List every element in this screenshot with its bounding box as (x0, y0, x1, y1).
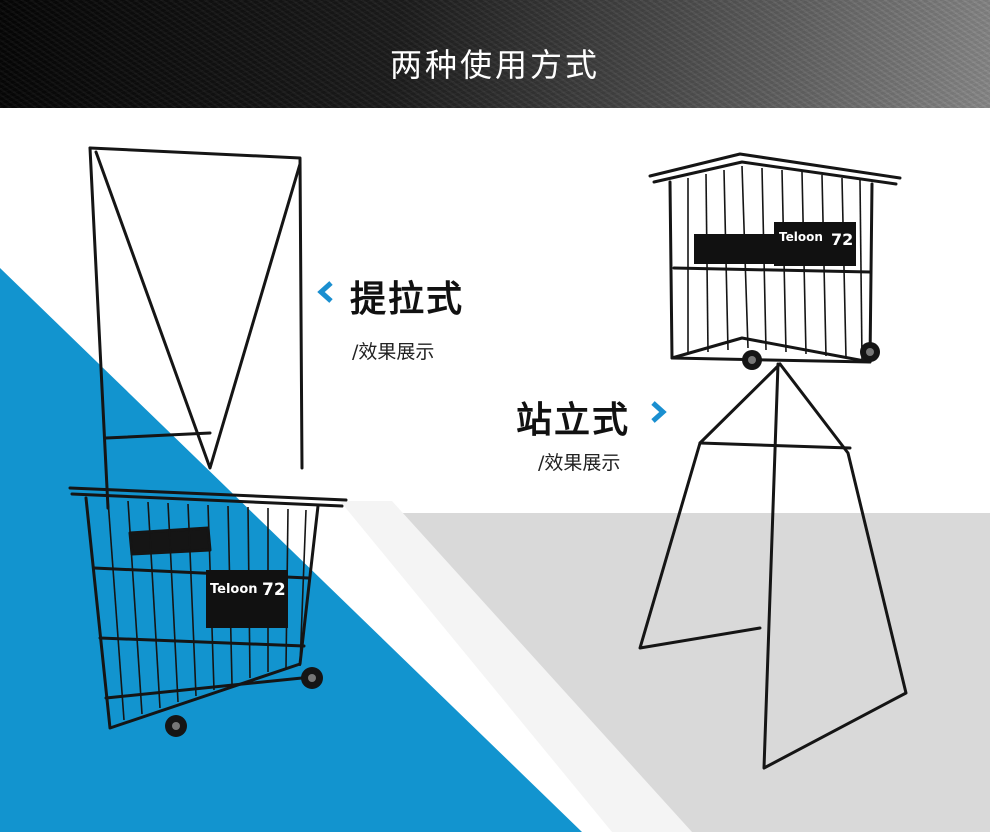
header-banner: 两种使用方式 (0, 0, 990, 108)
left-label-panel (206, 570, 288, 628)
chevron-right-icon (651, 401, 667, 423)
left-mode-sub: /效果展示 (352, 341, 435, 363)
left-model-text: 72 (262, 580, 286, 600)
right-mode-label: 站立式 (516, 400, 631, 441)
right-mode-sub: /效果展示 (538, 452, 621, 474)
left-mode-label: 提拉式 (350, 279, 465, 320)
chevron-left-icon (317, 281, 333, 303)
content-area: Teloon 72 Te (0, 108, 990, 832)
pull-cart-image: Teloon 72 (68, 146, 348, 737)
header-texture (0, 0, 990, 108)
page-title: 两种使用方式 (389, 46, 600, 84)
right-label-panel (774, 222, 856, 266)
white-stripe (340, 501, 692, 832)
right-brand-text: Teloon (779, 230, 823, 244)
right-handle-band (694, 234, 778, 264)
standing-basket-image: Teloon 72 (638, 152, 908, 770)
gray-panel (378, 513, 990, 832)
blue-triangle (0, 268, 582, 832)
left-brand-text: Teloon (210, 582, 258, 597)
background-shapes (0, 268, 990, 832)
right-model-text: 72 (831, 230, 853, 249)
